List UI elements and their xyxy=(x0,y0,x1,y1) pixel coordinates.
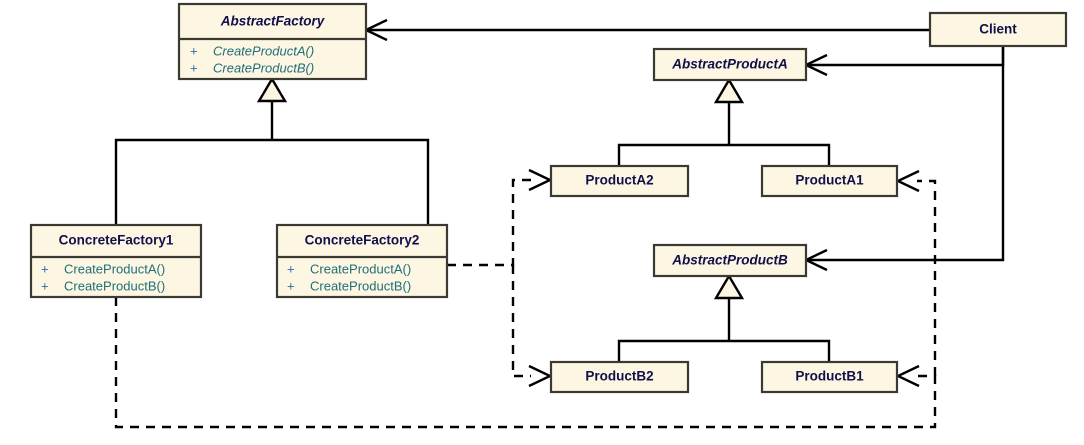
class-name-concretefactory2: ConcreteFactory2 xyxy=(305,233,420,248)
relationship-producta-generalization-tree xyxy=(617,77,831,166)
class-box-producta2[interactable]: ProductA2 xyxy=(549,164,690,198)
relationship-productb-generalization-tree xyxy=(617,273,831,362)
class-box-client[interactable]: Client xyxy=(928,11,1068,48)
member-visibility: + xyxy=(41,261,49,276)
class-box-producta1[interactable]: ProductA1 xyxy=(760,164,899,198)
class-name-abstractfactory: AbstractFactory xyxy=(220,14,326,29)
member-name-createproductb: CreateProductB() xyxy=(310,278,411,293)
member-name-createproducta: CreateProductA() xyxy=(213,43,314,58)
relationship-concretefactory2-creates-products xyxy=(447,168,553,388)
member-visibility: + xyxy=(287,261,295,276)
class-box-concretefactory1[interactable]: ConcreteFactory1 + CreateProductA() + Cr… xyxy=(29,223,203,299)
class-name-productb1: ProductB1 xyxy=(795,369,864,384)
class-box-productb2[interactable]: ProductB2 xyxy=(549,360,690,394)
class-name-concretefactory1: ConcreteFactory1 xyxy=(59,233,174,248)
member-name-createproductb: CreateProductB() xyxy=(213,60,314,75)
relationship-client-uses-abstractproductb xyxy=(803,46,1005,272)
member-visibility: + xyxy=(287,278,295,293)
member-visibility: + xyxy=(190,43,198,58)
class-name-productb2: ProductB2 xyxy=(585,369,653,384)
class-name-producta1: ProductA1 xyxy=(795,173,864,188)
class-box-abstractfactory[interactable]: AbstractFactory + CreateProductA() + Cre… xyxy=(177,2,368,81)
member-visibility: + xyxy=(41,278,49,293)
relationship-client-uses-abstractproducta xyxy=(803,46,1005,77)
member-name-createproducta: CreateProductA() xyxy=(64,261,165,276)
member-visibility: + xyxy=(190,60,198,75)
class-box-productb1[interactable]: ProductB1 xyxy=(760,360,899,394)
member-name-createproductb: CreateProductB() xyxy=(64,278,165,293)
class-box-abstractproducta[interactable]: AbstractProductA xyxy=(652,47,808,82)
class-name-abstractproducta: AbstractProductA xyxy=(671,57,788,72)
class-box-concretefactory2[interactable]: ConcreteFactory2 + CreateProductA() + Cr… xyxy=(275,223,449,299)
class-name-client: Client xyxy=(979,22,1017,37)
relationship-client-uses-abstractfactory xyxy=(363,18,930,42)
class-name-producta2: ProductA2 xyxy=(585,173,653,188)
relationship-factory-generalization-tree xyxy=(114,76,430,225)
class-name-abstractproductb: AbstractProductB xyxy=(671,253,788,268)
member-name-createproducta: CreateProductA() xyxy=(310,261,411,276)
class-box-abstractproductb[interactable]: AbstractProductB xyxy=(652,243,808,278)
